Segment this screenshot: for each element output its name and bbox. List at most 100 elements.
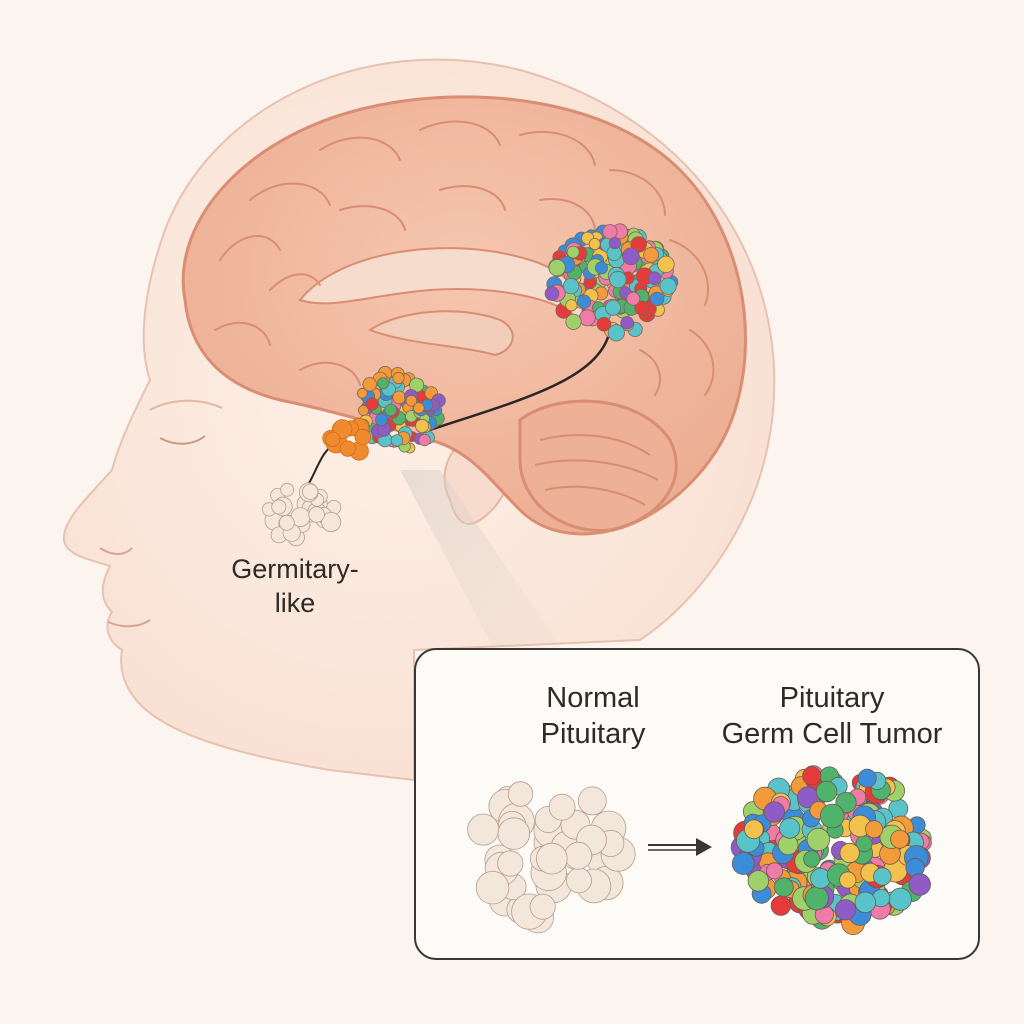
cell: [375, 413, 388, 427]
cell: [743, 819, 764, 840]
normal-title-line2: Pituitary: [540, 718, 646, 750]
cell: [649, 291, 665, 307]
eyebrow: [149, 399, 223, 411]
cell: [747, 870, 770, 892]
orange-pituitary-cells: [322, 417, 372, 461]
cell: [415, 418, 430, 433]
cell: [602, 224, 618, 240]
tumor-title: Pituitary Germ Cell Tumor: [696, 680, 968, 752]
eye: [159, 435, 206, 445]
cell: [803, 850, 821, 868]
cell: [566, 245, 580, 259]
cell: [566, 867, 592, 894]
cell: [392, 371, 405, 385]
comparison-inset: Normal Pituitary Pituitary Germ Cell Tum…: [414, 648, 980, 960]
cell: [596, 316, 612, 332]
cell: [605, 299, 622, 316]
cell: [384, 403, 398, 417]
cell: [819, 803, 845, 829]
cell: [418, 433, 431, 447]
cell: [766, 862, 784, 880]
cell: [497, 850, 524, 877]
cell: [839, 871, 857, 889]
cell: [321, 512, 342, 533]
germitary-like-label: Germitary- like: [210, 552, 380, 620]
cell: [890, 829, 910, 849]
cell: [412, 402, 425, 414]
cell: [565, 313, 582, 330]
lips: [107, 619, 151, 628]
cell: [562, 277, 580, 295]
cell: [377, 377, 390, 390]
cell: [362, 377, 377, 392]
pineal-tumor-cluster: [544, 223, 679, 342]
cell: [622, 247, 640, 266]
cell: [565, 299, 578, 312]
cell: [365, 397, 379, 411]
cell: [577, 786, 607, 816]
cell: [774, 877, 794, 898]
cell: [588, 237, 601, 250]
inset-illustration: [467, 765, 932, 936]
tumor-cells: [730, 765, 932, 936]
germitary-label-line2: like: [274, 588, 316, 618]
cell: [497, 817, 531, 850]
cell: [620, 316, 634, 330]
normal-title-line1: Normal: [546, 682, 640, 714]
tumor-title-line1: Pituitary: [779, 682, 885, 714]
cell: [356, 387, 368, 399]
cell: [659, 277, 677, 295]
cell: [815, 780, 838, 803]
cell: [802, 766, 822, 786]
cell: [609, 270, 627, 289]
cell: [865, 820, 884, 839]
normal-pituitary-cells: [467, 781, 636, 934]
brain: [181, 95, 748, 536]
cell: [626, 291, 641, 306]
connector-line-pineal: [429, 329, 612, 432]
cell: [390, 434, 404, 447]
cell: [763, 801, 785, 823]
cell: [647, 271, 662, 286]
cell: [806, 827, 831, 852]
cell: [536, 842, 568, 875]
cell: [271, 499, 287, 515]
germitary-like-cluster: [261, 482, 342, 547]
cell: [280, 482, 295, 497]
tumor-title-line2: Germ Cell Tumor: [721, 718, 943, 750]
cell: [405, 394, 418, 407]
transition-arrow: [648, 838, 712, 856]
cell: [475, 870, 510, 905]
cell: [834, 899, 857, 921]
cell: [873, 867, 892, 886]
cell: [578, 309, 596, 327]
cell: [908, 873, 931, 896]
normal-pituitary-title: Normal Pituitary: [468, 680, 718, 752]
cell: [325, 431, 341, 448]
cell: [608, 237, 622, 250]
cell: [731, 852, 755, 875]
cell: [657, 255, 675, 274]
germitary-label-line1: Germitary-: [231, 554, 359, 584]
nostril: [99, 547, 133, 555]
cell: [302, 483, 319, 500]
cell: [564, 841, 593, 870]
cell: [804, 886, 829, 911]
cell: [576, 294, 592, 309]
cell: [607, 324, 625, 342]
cell: [544, 286, 560, 301]
cell: [643, 246, 659, 263]
cell: [339, 440, 356, 457]
cell: [779, 817, 801, 839]
cell: [888, 887, 912, 911]
cell: [770, 895, 791, 916]
cell: [357, 404, 369, 416]
cell: [857, 768, 877, 788]
cell: [354, 428, 372, 446]
suprasellar-tumor-cluster: [356, 365, 446, 454]
cell: [548, 259, 566, 277]
cell: [630, 236, 647, 253]
cell: [854, 891, 877, 914]
